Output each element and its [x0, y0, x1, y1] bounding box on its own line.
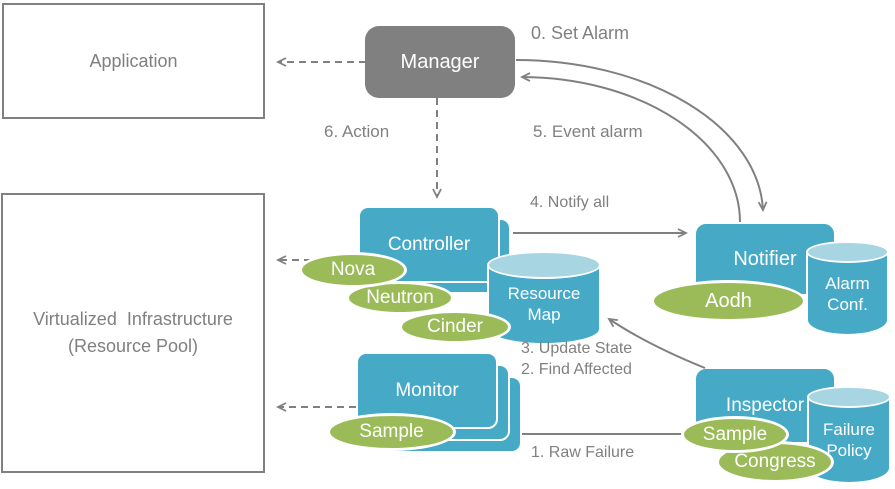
resource-map-label-line2: Map	[527, 305, 561, 324]
alarm-conf-label: Alarm Conf.	[806, 241, 889, 336]
alarm-conf-cylinder: Alarm Conf.	[806, 241, 889, 336]
arc-notifier-to-manager-event-alarm	[519, 72, 741, 223]
nova-ellipse: Nova	[299, 252, 407, 288]
resource-map-cylinder-top	[487, 251, 601, 279]
arc-manager-to-notifier-set-alarm	[515, 59, 768, 213]
virtualized-infrastructure-label-line1: Virtualized Infrastructure	[33, 309, 233, 329]
failure-policy-cylinder-top	[807, 386, 891, 408]
virtualized-infrastructure-box: Virtualized Infrastructure (Resource Poo…	[1, 193, 265, 473]
resource-map-label-line1: Resource	[507, 284, 581, 303]
nova-label: Nova	[330, 259, 376, 280]
inspector-sample-ellipse: Sample	[681, 416, 789, 453]
flow-label-notify-all: 4. Notify all	[530, 194, 610, 211]
failure-policy-cylinder: Failure Policy	[807, 386, 891, 484]
alarm-conf-cylinder-top	[806, 241, 889, 263]
failure-policy-label-line2: Policy	[826, 441, 872, 460]
flow-label-set-alarm: 0. Set Alarm	[531, 23, 630, 43]
cinder-label: Cinder	[427, 316, 483, 337]
resource-map-cylinder: Resource Map	[487, 251, 601, 345]
manager-label: Manager	[400, 50, 480, 73]
notifier-label: Notifier	[733, 247, 797, 270]
controller-label: Controller	[387, 233, 471, 255]
monitor-sample-label: Sample	[359, 421, 424, 442]
flow-label-event-alarm: 5. Event alarm	[533, 122, 643, 141]
alarm-conf-label-line1: Alarm	[825, 273, 870, 293]
failure-policy-label: Failure Policy	[807, 386, 891, 484]
congress-label: Congress	[734, 451, 816, 472]
manager-box: Manager	[365, 26, 515, 98]
monitor-label: Monitor	[395, 379, 459, 401]
aodh-ellipse: Aodh	[651, 280, 806, 322]
alarm-conf-label-line2: Conf.	[827, 294, 868, 314]
flow-label-update-state: 3. Update State	[521, 340, 633, 357]
resource-map-label: Resource Map	[487, 251, 601, 345]
inspector-label: Inspector	[725, 394, 805, 416]
virtualized-infrastructure-label-line2: (Resource Pool)	[67, 336, 199, 356]
aodh-label: Aodh	[705, 289, 752, 312]
neutron-label: Neutron	[366, 287, 434, 308]
application-box: Application	[2, 3, 265, 119]
alarm-conf-cylinder-body	[806, 252, 889, 336]
monitor-sample-ellipse: Sample	[327, 413, 456, 451]
inspector-sample-label: Sample	[702, 423, 768, 445]
flow-label-raw-failure: 1. Raw Failure	[531, 444, 635, 461]
cinder-ellipse: Cinder	[399, 310, 511, 344]
application-label: Application	[89, 50, 178, 71]
failure-policy-label-line1: Failure	[823, 420, 875, 439]
flow-label-find-affected: 2. Find Affected	[521, 361, 632, 378]
flow-label-action: 6. Action	[324, 122, 390, 141]
arc-inspector-to-resource-map	[607, 317, 706, 369]
